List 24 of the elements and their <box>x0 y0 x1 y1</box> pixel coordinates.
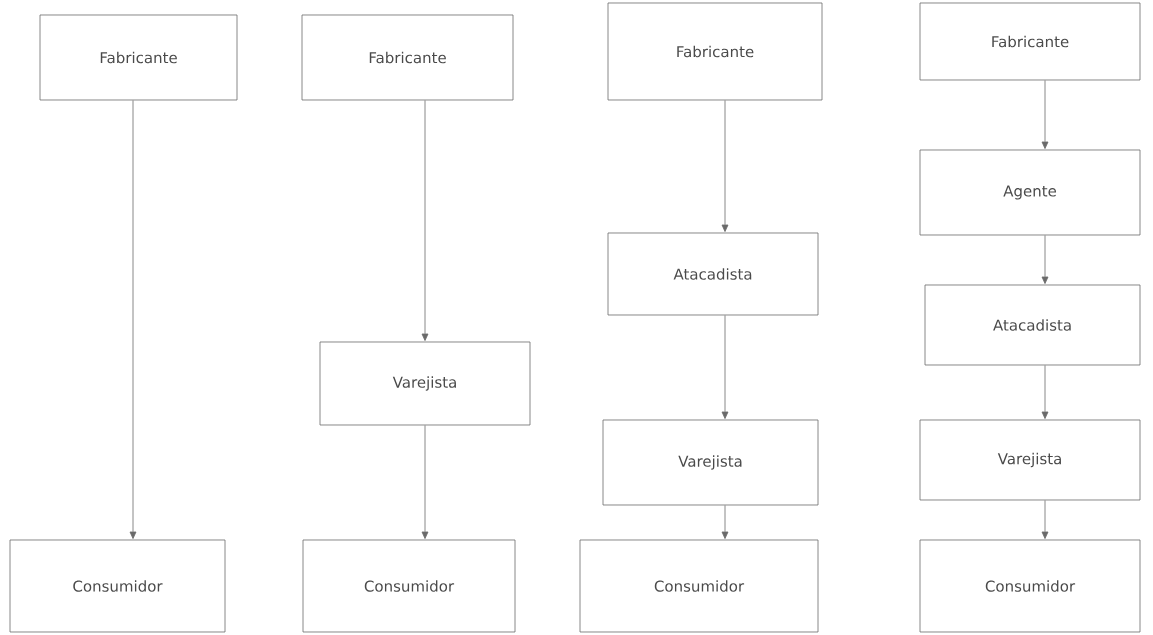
arrow <box>1041 235 1049 284</box>
arrow <box>721 505 729 539</box>
arrow <box>721 100 729 232</box>
process-box: Varejista <box>919 419 1141 501</box>
process-box: Atacadista <box>607 232 819 316</box>
process-box: Fabricante <box>301 14 514 101</box>
arrow <box>421 425 429 539</box>
arrow <box>421 100 429 341</box>
arrow <box>129 100 137 539</box>
process-box: Consumidor <box>919 539 1141 633</box>
process-box: Varejista <box>319 341 531 426</box>
process-box: Consumidor <box>9 539 226 633</box>
process-box: Fabricante <box>39 14 238 101</box>
process-box: Consumidor <box>302 539 516 633</box>
arrow <box>1041 365 1049 419</box>
arrow <box>1041 500 1049 539</box>
process-box: Fabricante <box>607 2 823 101</box>
arrow <box>721 315 729 419</box>
process-box: Fabricante <box>919 2 1141 81</box>
process-box: Agente <box>919 149 1141 236</box>
arrow <box>1041 80 1049 149</box>
process-box: Consumidor <box>579 539 819 633</box>
process-box: Atacadista <box>924 284 1141 366</box>
process-box: Varejista <box>602 419 819 506</box>
